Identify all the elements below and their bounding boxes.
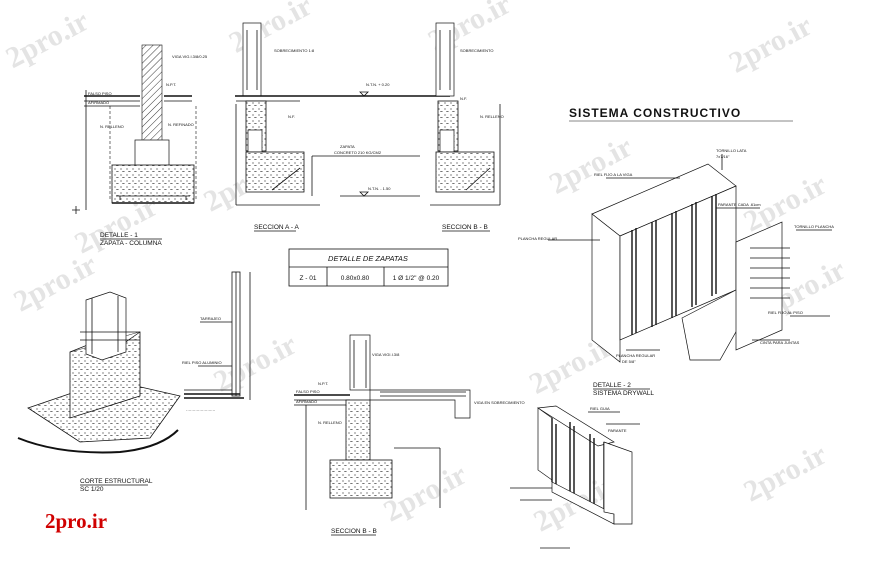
label: PLANCHA REGULAR xyxy=(518,236,557,241)
beam xyxy=(369,389,471,419)
label: FALSO PISO xyxy=(88,91,112,96)
label: RIEL FIJO A LA VIGA xyxy=(594,172,633,177)
column xyxy=(349,334,371,391)
footing xyxy=(329,459,393,499)
label: SOBRECIMIENTO xyxy=(460,48,494,53)
label: 7x7/16" xyxy=(716,154,730,159)
label: ······················ xyxy=(186,408,215,413)
gypsum-board xyxy=(735,221,783,351)
label: TORNILLO PLANCHA xyxy=(794,224,834,229)
label: N.P.T. xyxy=(166,82,176,87)
footing xyxy=(435,151,495,193)
watermark-text: 2pro.ir xyxy=(544,130,638,201)
corte-title: CORTE ESTRUCTURAL xyxy=(80,478,153,485)
label: N. RELLENO xyxy=(318,420,342,425)
label: N. RELLENO xyxy=(100,124,124,129)
table-title: DETALLE DE ZAPATAS xyxy=(328,254,408,263)
corte-estructural: CORTE ESTRUCTURAL SC 1/20 xyxy=(17,291,181,493)
label: AFIRMADO xyxy=(88,100,109,105)
label: N. REFINADO xyxy=(168,122,194,127)
label: CONCRETO 210 KG/CM2 xyxy=(334,150,382,155)
label: VIGA EN SOBRECIMIENTO xyxy=(474,400,525,405)
label: TARRAJEO xyxy=(200,316,221,321)
label: VIGA VIG.I.3/8/0.25 xyxy=(172,54,208,59)
label: RIEL FIJO AL PISO xyxy=(768,310,803,315)
detalle-1-zapata-columna: VIGA VIG.I.3/8/0.25 N.P.T. FALSO PISO AF… xyxy=(72,44,208,247)
footing xyxy=(111,164,195,204)
label: N.P.T. xyxy=(318,381,328,386)
table-cell: Z - 01 xyxy=(300,275,317,282)
seccion-a-a: SOBRECIMIENTO 1:8 N.T.N. + 0.20 N.F. ZAP… xyxy=(235,22,450,232)
seccion-b-b-bottom: VIGA VIGI.I.3/8 N.P.T. FALSO PISO AFIRMA… xyxy=(294,334,525,536)
seccion-b-b-title: SECCION B - B xyxy=(442,224,488,231)
detail-1-subtitle: ZAPATA - COLUMNA xyxy=(100,240,162,247)
drywall-system-isometric: RIEL FIJO A LA VIGA TORNILLO LATA 7x7/16… xyxy=(518,148,834,397)
label: SOBRECIMIENTO 1:8 xyxy=(274,48,315,53)
wall xyxy=(242,22,262,97)
drywall-frame-isometric: RIEL GUIA PARANTE xyxy=(510,405,640,549)
screw-marks xyxy=(750,247,790,299)
label: PARANTE xyxy=(608,428,627,433)
label: N.F. xyxy=(288,114,295,119)
watermark-text: 2pro.ir xyxy=(724,9,818,80)
watermark-text: 2pro.ir xyxy=(738,438,832,509)
zapatas-table: DETALLE DE ZAPATAS Z - 01 0.80x0.80 1 Ø … xyxy=(288,248,449,287)
label: TORNILLO LATA xyxy=(716,148,747,153)
watermark-text: 2pro.ir xyxy=(208,328,302,399)
wall xyxy=(435,22,455,97)
label: N.T.N. - 1.50 xyxy=(368,186,391,191)
label: N.T.N. + 0.20 xyxy=(366,82,390,87)
label: N. RELLENO xyxy=(480,114,504,119)
corte-scale: SC 1/20 xyxy=(80,486,104,493)
top-track xyxy=(536,405,615,447)
detail-2-subtitle: SISTEMA DRYWALL xyxy=(593,390,654,397)
label: ZAPATA xyxy=(340,144,355,149)
label: FALSO PISO xyxy=(296,389,320,394)
watermark-text: 2pro.ir xyxy=(0,4,94,75)
watermark-text: 2pro.ir xyxy=(378,458,472,529)
label: AFIRMADO xyxy=(296,399,317,404)
detail-1-title: DETALLE - 1 xyxy=(100,232,138,239)
label: PARANTE CADA .61cm xyxy=(718,202,761,207)
label: CINTA PARA JUNTAS xyxy=(760,340,800,345)
wall-floor-detail: TARRAJEO RIEL PISO ALUMINIO ············… xyxy=(182,271,251,413)
table-cell: 0.80x0.80 xyxy=(341,275,370,282)
label: VIGA VIGI.I.3/8 xyxy=(372,352,400,357)
label: RIEL PISO ALUMINIO xyxy=(182,360,222,365)
studs xyxy=(631,194,717,335)
seccion-a-a-title: SECCION A - A xyxy=(254,224,299,231)
table-cell: 1 Ø 1/2" @ 0.20 xyxy=(393,275,440,282)
side-panel xyxy=(591,213,621,363)
seccion-b-b-bottom-title: SECCION B - B xyxy=(331,528,377,535)
label: RIEL GUIA xyxy=(590,406,610,411)
label: PLANCHA REGULAR xyxy=(616,353,655,358)
section-title: SISTEMA CONSTRUCTIVO xyxy=(569,106,741,120)
label: N.F. xyxy=(460,96,467,101)
seccion-b-b-top: SOBRECIMIENTO N.F. N. RELLENO SECCION B … xyxy=(430,22,504,232)
detail-2-title: DETALLE - 2 xyxy=(593,382,631,389)
label: DE 5/8" xyxy=(622,359,636,364)
brand-logo: 2pro.ir xyxy=(45,509,107,533)
column-iso xyxy=(85,291,127,361)
